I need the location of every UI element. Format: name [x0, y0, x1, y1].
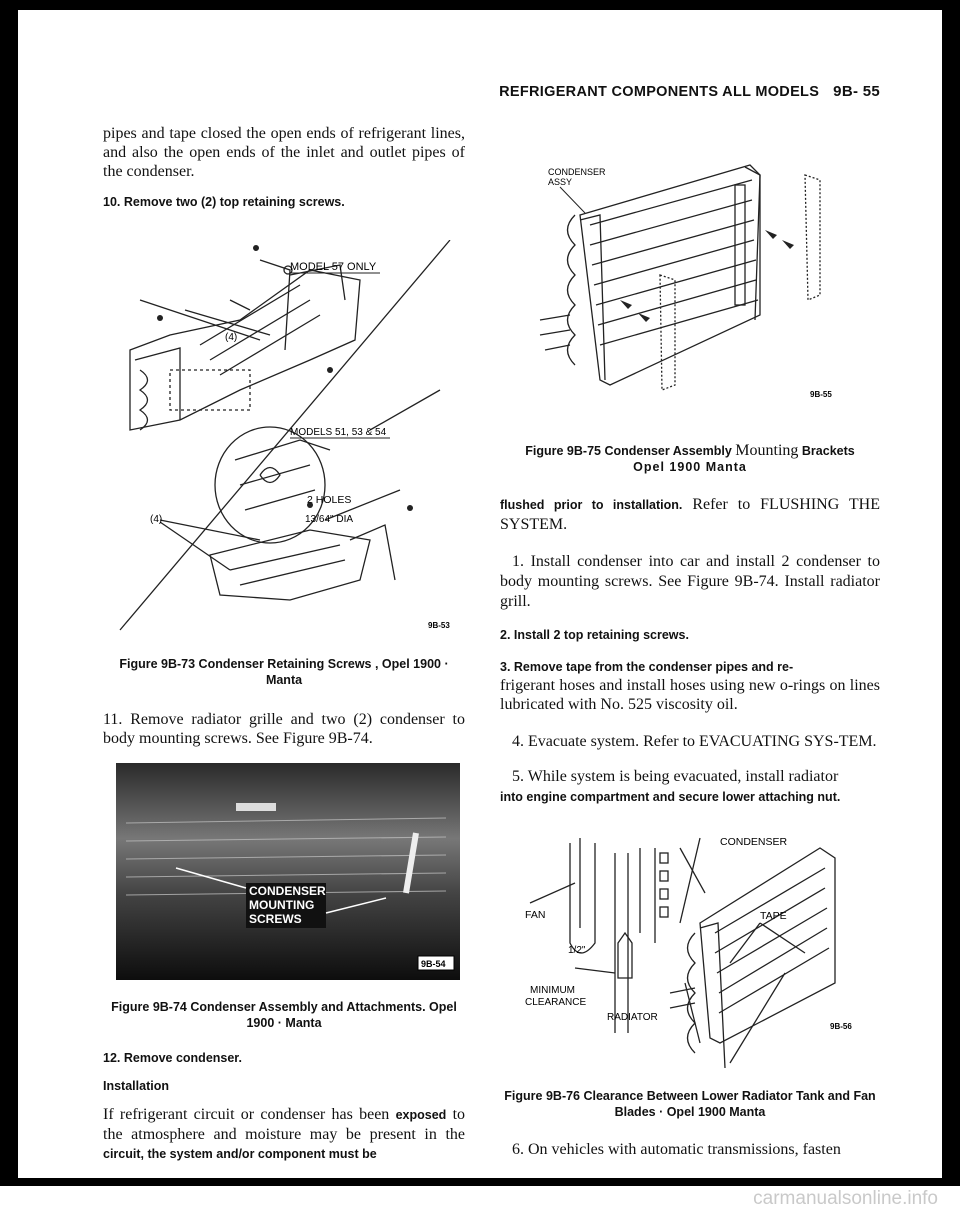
fig75-caption-bold: Figure 9B-75 Condenser Assembly: [525, 444, 732, 458]
page-border-top: [0, 0, 960, 10]
fig73-caption: Figure 9B-73 Condenser Retaining Screws …: [119, 657, 449, 687]
installation-paragraph: If refrigerant circuit or condenser has …: [103, 1105, 465, 1164]
fig75-label-condenser: CONDENSER: [548, 167, 606, 177]
fig75-code: 9B-55: [810, 390, 832, 399]
step-5-bold: into engine compartment and secure lower…: [500, 790, 841, 804]
figure-9b-75-drawing: CONDENSER ASSY 9B-55: [539, 164, 832, 399]
fig73-label-4b: (4): [150, 514, 162, 525]
step-4: 4. Evacuate system. Refer to EVACUATING …: [512, 733, 877, 750]
installation-block: 12. Remove condenser. Installation If re…: [103, 1049, 465, 1164]
page-border-right: [942, 0, 960, 1185]
step-10: 10. Remove two (2) top retaining screws.: [103, 195, 345, 209]
fig76-label-radiator: RADIATOR: [607, 1012, 658, 1023]
step-6: 6. On vehicles with automatic transmissi…: [512, 1141, 841, 1158]
fig74-code: 9B-54: [421, 959, 446, 969]
installation-heading: Installation: [103, 1079, 169, 1093]
fig74-label-3: SCREWS: [249, 912, 302, 926]
fig74-caption-block: Figure 9B-74 Condenser Assembly and Atta…: [103, 999, 465, 1031]
fig73-label-models: MODELS 51, 53 & 54: [290, 427, 387, 438]
figure-9b-73-drawing: MODEL 57 ONLY (4) MODELS 51, 53 & 54 2 H…: [119, 240, 451, 631]
install-text-1: If refrigerant circuit or condenser has …: [103, 1106, 390, 1123]
step-3-serif: frigerant hoses and install hoses using …: [500, 677, 880, 713]
install-text-bold1: exposed: [395, 1108, 447, 1122]
page-border-bottom: [0, 1178, 960, 1186]
fig76-caption: Figure 9B-76 Clearance Between Lower Rad…: [504, 1089, 876, 1119]
fig76-label-min1: MINIMUM: [530, 985, 575, 996]
fig76-caption-block: Figure 9B-76 Clearance Between Lower Rad…: [500, 1088, 880, 1120]
page-number: 9B- 55: [833, 83, 880, 100]
paragraph-continued: pipes and tape closed the open ends of r…: [103, 125, 465, 180]
fig76-label-min2: CLEARANCE: [525, 997, 586, 1008]
fig75-caption-line1: Figure 9B-75 Condenser Assembly Mounting…: [500, 443, 880, 459]
page-border-left: [0, 0, 18, 1211]
flushed-serif: Refer to FLUSHING THE SYSTEM.: [500, 496, 881, 533]
page-header: REFRIGERANT COMPONENTS ALL MODELS 9B- 55: [420, 83, 880, 100]
fig76-label-tape: TAPE: [760, 910, 787, 922]
fig75-caption-serif: Mounting: [735, 442, 799, 459]
fig75-caption-block: Figure 9B-75 Condenser Assembly Mounting…: [500, 443, 880, 475]
fig73-label-model57: MODEL 57 ONLY: [290, 261, 377, 273]
fig76-label-condenser: CONDENSER: [720, 836, 788, 848]
fig75-label-assy: ASSY: [548, 177, 572, 187]
fig73-code: 9B-53: [428, 621, 450, 630]
fig76-label-fan: FAN: [525, 909, 545, 921]
step-3-bold: 3. Remove tape from the condenser pipes …: [500, 660, 794, 674]
step-1: 1. Install condenser into car and instal…: [500, 553, 880, 610]
step-11-block: 11. Remove radiator grille and two (2) c…: [103, 710, 465, 748]
fig74-label-1: CONDENSER: [249, 884, 326, 898]
step-12: 12. Remove condenser.: [103, 1051, 242, 1065]
right-text-block: flushed prior to installation. Refer to …: [500, 495, 880, 808]
step-2: 2. Install 2 top retaining screws.: [500, 628, 689, 642]
fig73-label-4a: (4): [225, 332, 237, 343]
fig73-label-holes: 2 HOLES: [307, 494, 351, 506]
fig76-label-half: 1/2": [568, 945, 586, 956]
fig73-caption-block: Figure 9B-73 Condenser Retaining Screws …: [103, 656, 465, 688]
step-6-block: 6. On vehicles with automatic transmissi…: [500, 1140, 880, 1159]
fig74-label-2: MOUNTING: [249, 898, 314, 912]
left-column: pipes and tape closed the open ends of r…: [103, 124, 465, 211]
header-title: REFRIGERANT COMPONENTS ALL MODELS: [499, 84, 820, 100]
install-text-2: to the atmosphere and moisture may be pr…: [103, 1106, 466, 1143]
flushed-bold: flushed prior to installation.: [500, 498, 683, 512]
fig75-caption-bold2: Brackets: [801, 444, 855, 458]
watermark: carmanualsonline.info: [753, 1188, 938, 1209]
fig76-code: 9B-56: [830, 1022, 852, 1031]
fig73-label-dia: 13/64" DIA: [305, 514, 353, 525]
fig75-caption-line2: Opel 1900 Manta: [633, 460, 747, 474]
figure-9b-76-drawing: CONDENSER TAPE FAN 1/2" MINIMUM CLEARANC…: [525, 836, 852, 1069]
step-5-serif: 5. While system is being evacuated, inst…: [512, 768, 839, 785]
step-11: 11. Remove radiator grille and two (2) c…: [103, 711, 465, 747]
figure-9b-74-photo: CONDENSER MOUNTING SCREWS 9B-54: [116, 763, 460, 980]
install-text-bold2: circuit, the system and/or component mus…: [103, 1147, 377, 1161]
fig74-caption: Figure 9B-74 Condenser Assembly and Atta…: [111, 1000, 457, 1030]
footer-strip: [0, 1186, 960, 1211]
flushed-paragraph: flushed prior to installation. Refer to …: [500, 495, 880, 534]
